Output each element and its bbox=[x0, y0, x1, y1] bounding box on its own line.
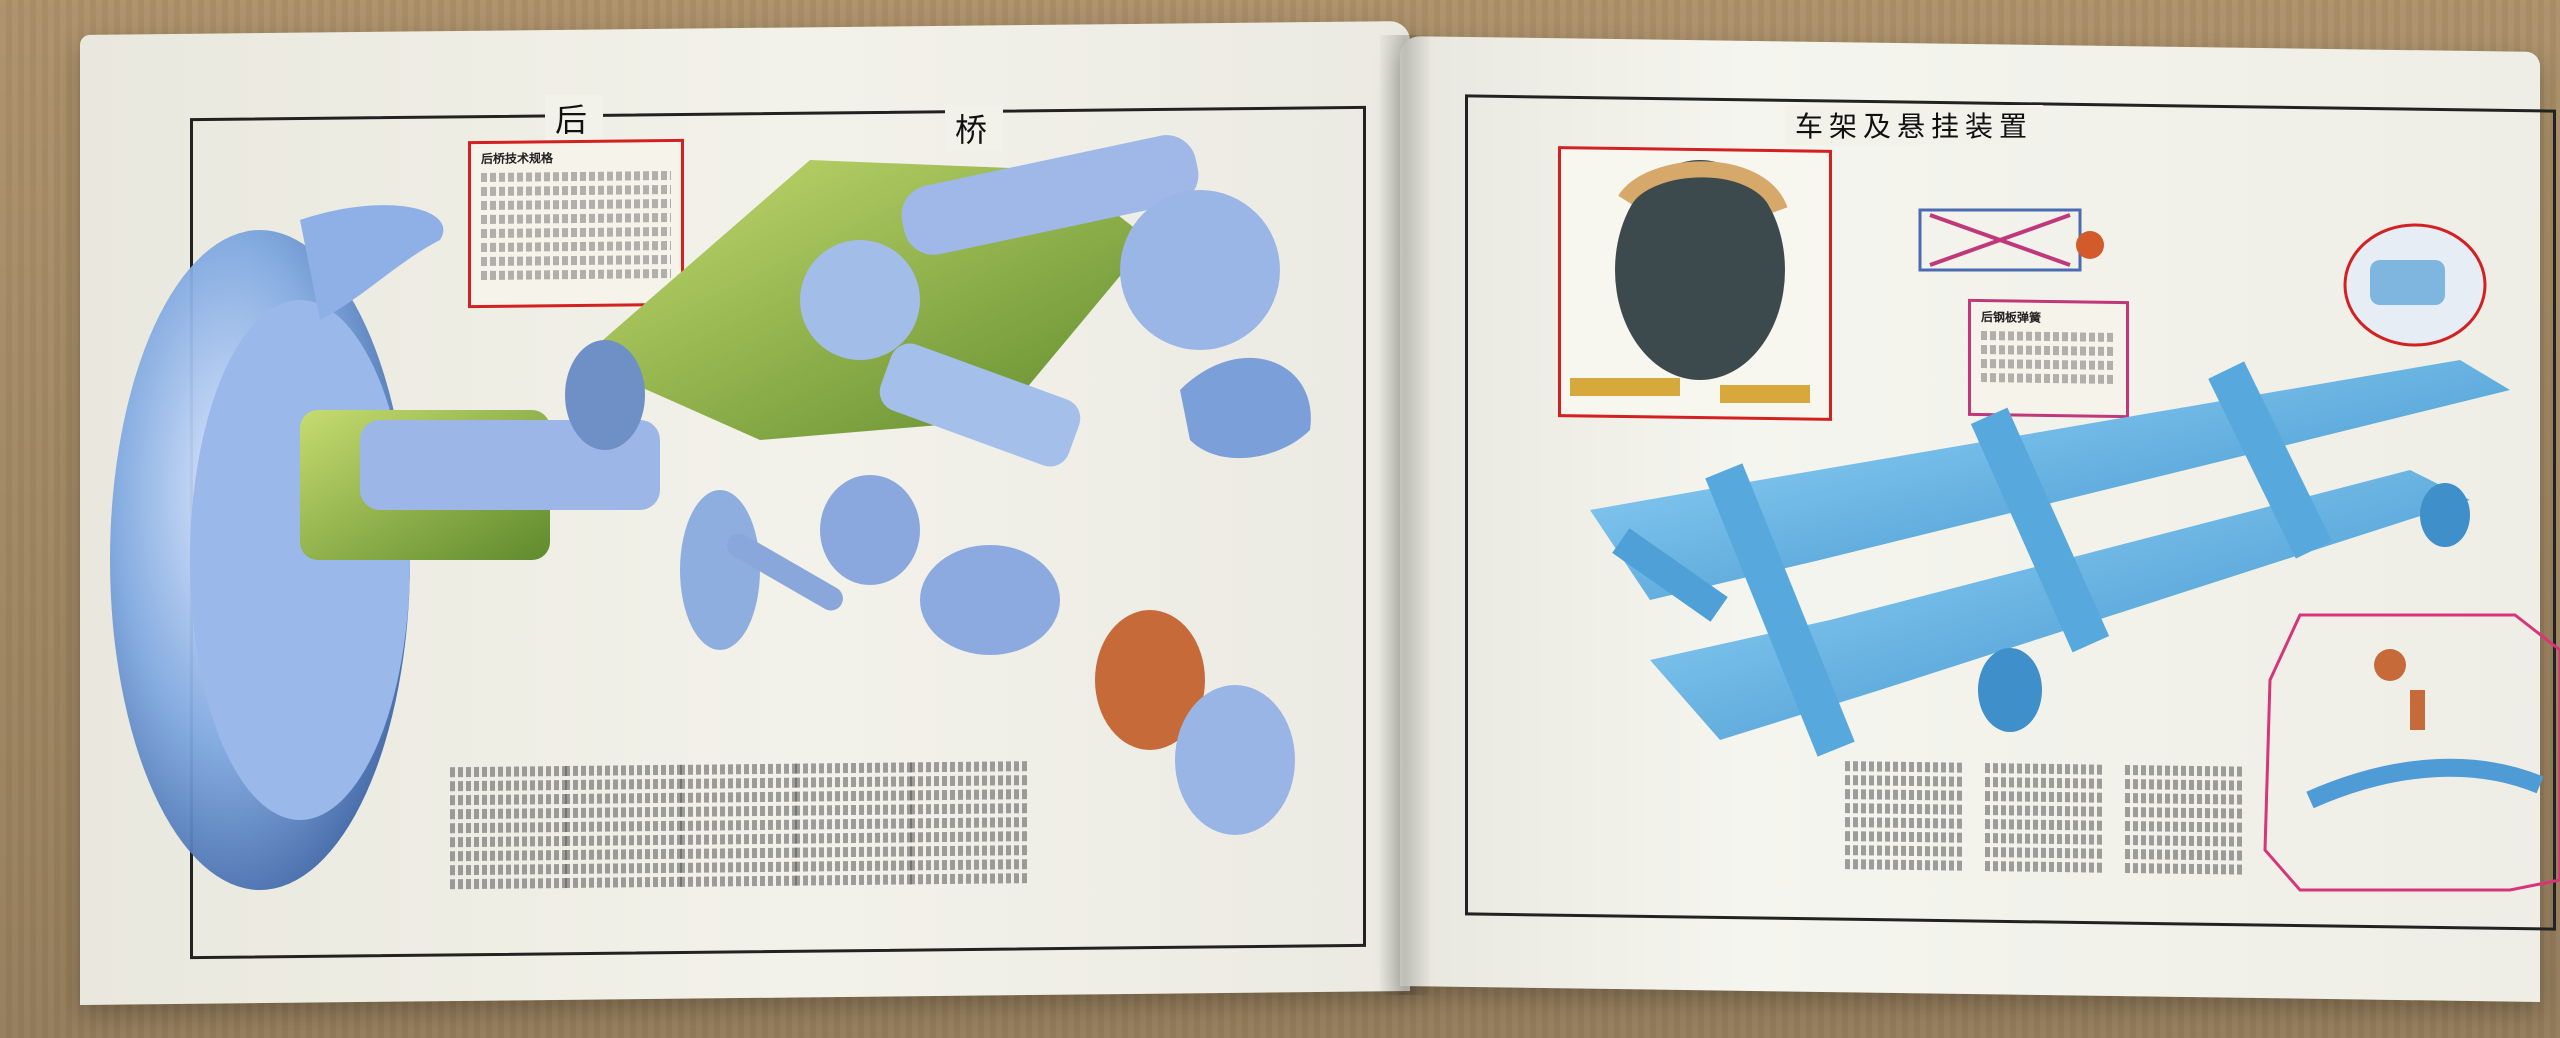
left-title-part1: 后 bbox=[545, 95, 604, 141]
brake-drum-illustration bbox=[110, 205, 660, 890]
tire-detail-illustration bbox=[1570, 160, 1810, 403]
chassis-diagram bbox=[1918, 208, 2104, 272]
gear-set-illustration bbox=[680, 190, 1311, 835]
bracket-detail-illustration bbox=[2343, 223, 2487, 347]
axle-housing-illustration bbox=[565, 135, 1199, 467]
book-spine bbox=[1380, 35, 1430, 995]
leaf-spring-detail bbox=[2263, 613, 2560, 892]
right-page-title: 车架及悬挂装置 bbox=[1785, 105, 2044, 145]
left-title-part2: 桥 bbox=[945, 105, 1004, 151]
vehicle-frame-illustration bbox=[1590, 360, 2510, 757]
